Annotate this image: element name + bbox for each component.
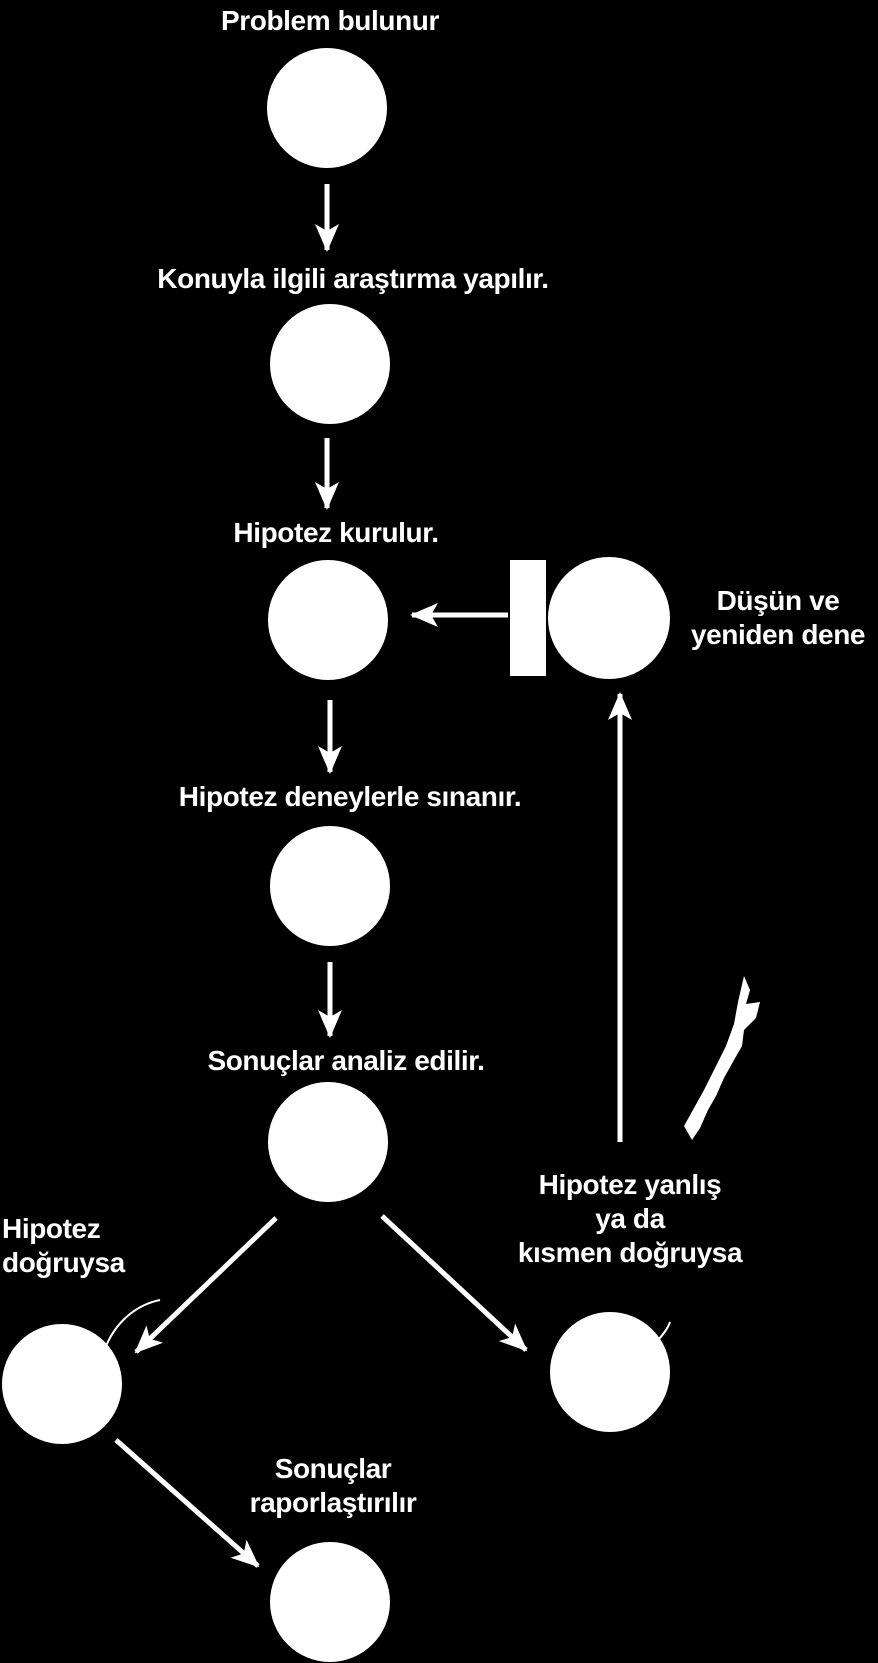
node-hypothesis [268,560,388,680]
label-analyze: Sonuçlar analiz edilir. [207,1045,485,1076]
label-problem: Problem bulunur [220,5,440,36]
arrow-correct-to-report [114,1438,260,1568]
label-hypothesis: Hipotez kurulur. [233,517,439,548]
label-wrong-line3: kısmen doğruysa [517,1237,743,1268]
decorative-hair-stroke-right [655,1321,671,1343]
decorative-twig [684,976,760,1140]
node-problem [267,48,387,168]
arrow-analyze-to-wrong [380,1214,528,1352]
decorative-hair-stroke-left [105,1299,161,1347]
label-correct-line2: doğruysa [2,1247,125,1278]
node-correct [2,1324,122,1444]
label-report: Sonuçlar raporlaştırılır [250,1452,417,1520]
node-report [270,1542,390,1662]
label-wrong: Hipotez yanlış ya da kısmen doğruysa [517,1168,743,1270]
node-retry [548,557,670,679]
node-test [270,826,390,946]
label-wrong-line2: ya da [595,1203,665,1234]
label-wrong-line1: Hipotez yanlış [538,1169,722,1200]
label-test: Hipotez deneylerle sınanır. [178,781,522,812]
label-retry-line2: yeniden dene [690,619,866,650]
label-report-line1: Sonuçlar [274,1453,392,1484]
label-retry-line1: Düşün ve [716,585,840,616]
label-correct: Hipotez doğruysa [2,1212,125,1280]
label-correct-line1: Hipotez [2,1213,101,1244]
retry-bar [510,560,546,676]
node-research [270,304,390,424]
node-wrong [550,1312,670,1432]
label-report-line2: raporlaştırılır [249,1487,417,1518]
node-analyze [268,1082,388,1202]
label-research: Konuyla ilgili araştırma yapılır. [157,263,549,294]
label-retry: Düşün ve yeniden dene [690,584,866,652]
arrow-analyze-to-correct [134,1216,278,1354]
